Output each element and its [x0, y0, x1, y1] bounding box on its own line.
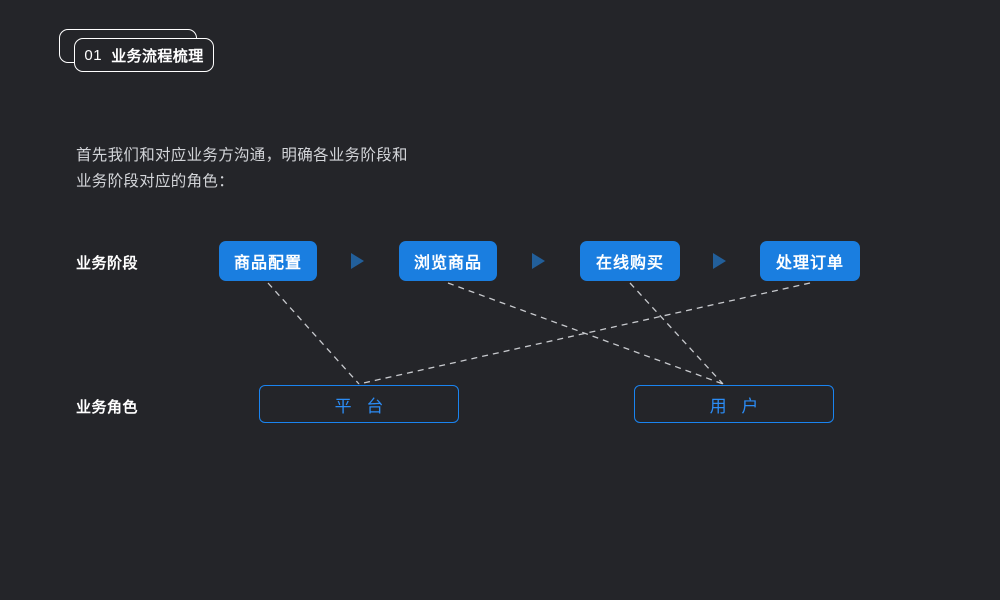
stage-chip-4[interactable]: 处理订单	[760, 241, 860, 281]
role-box-user[interactable]: 用 户	[634, 385, 834, 423]
connector-line-2	[447, 282, 724, 385]
connector-line-4	[358, 282, 811, 385]
role-box-platform[interactable]: 平 台	[259, 385, 459, 423]
stage-chip-1[interactable]: 商品配置	[219, 241, 317, 281]
arrow-right-icon-1	[351, 253, 364, 269]
stage-chip-2[interactable]: 浏览商品	[399, 241, 497, 281]
arrow-right-icon-2	[532, 253, 545, 269]
stage-chip-3[interactable]: 在线购买	[580, 241, 680, 281]
connector-line-3	[629, 282, 724, 385]
row-label-stages: 业务阶段	[76, 255, 139, 272]
row-label-roles: 业务角色	[76, 399, 139, 416]
badge-number: 01	[84, 46, 103, 64]
connector-line-1	[267, 282, 360, 385]
badge-front-panel: 01 业务流程梳理	[74, 38, 214, 72]
section-badge: 01 业务流程梳理	[0, 0, 260, 100]
arrow-right-icon-3	[713, 253, 726, 269]
intro-paragraph: 首先我们和对应业务方沟通，明确各业务阶段和 业务阶段对应的角色：	[76, 147, 408, 190]
badge-title: 业务流程梳理	[111, 47, 204, 65]
